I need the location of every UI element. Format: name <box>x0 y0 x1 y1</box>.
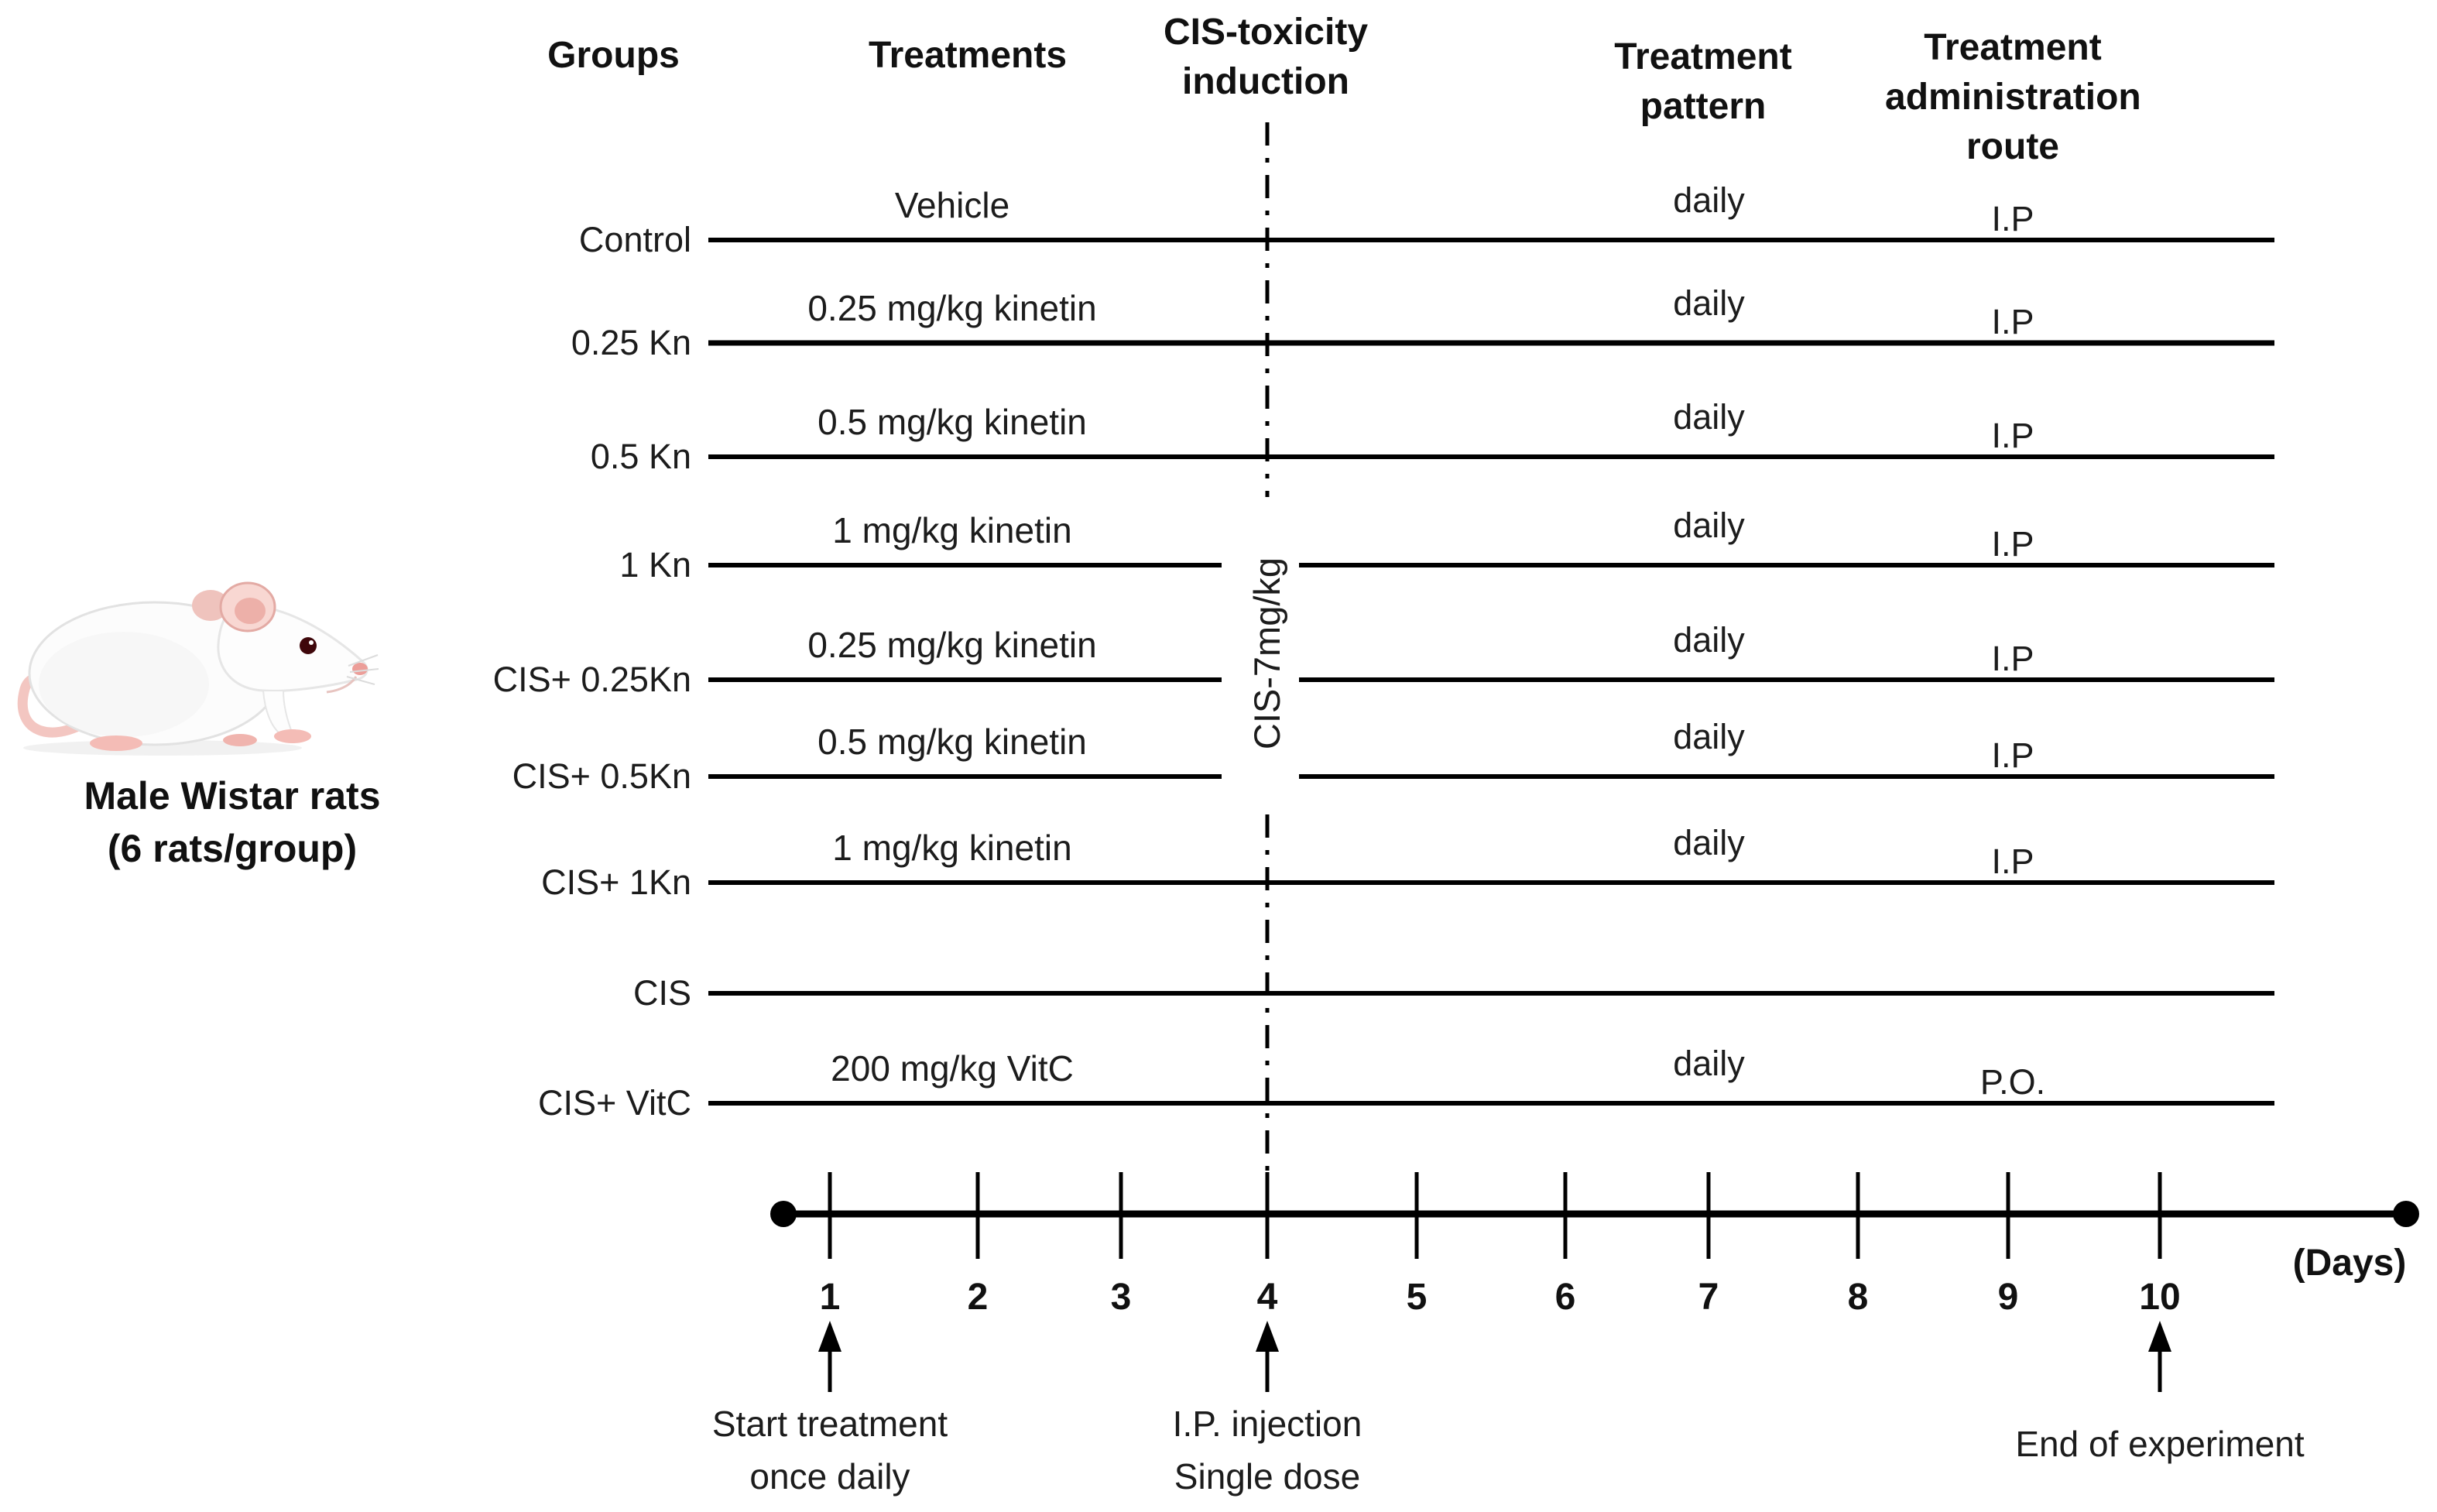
treatments-column-header: Treatments <box>868 35 1068 76</box>
admin-route-column-header: Treatment administration route <box>1885 23 2141 172</box>
day-label-2: 2 <box>967 1277 989 1318</box>
pattern-header-line2: pattern <box>1640 86 1767 127</box>
route-value: I.P <box>1991 416 2034 455</box>
route-header-line3: route <box>1966 126 2059 167</box>
route-value: P.O. <box>1979 1062 2046 1102</box>
day-label-9: 9 <box>1997 1277 2019 1318</box>
pattern-value: daily <box>1673 283 1745 323</box>
group-label: CIS+ 0.5Kn <box>512 756 691 796</box>
treatment-label: 0.25 mg/kg kinetin <box>807 625 1097 665</box>
route-value: I.P <box>1991 735 2034 775</box>
pattern-value: daily <box>1673 180 1745 220</box>
subject-caption-line1: Male Wistar rats <box>84 774 381 818</box>
route-header-line1: Treatment <box>1924 27 2102 68</box>
ip-injection-annotation-line1: I.P. injection <box>1172 1404 1362 1444</box>
ip-injection-annotation-line2: Single dose <box>1174 1456 1361 1497</box>
treatment-pattern-column-header: Treatment pattern <box>1583 33 1823 132</box>
day-label-3: 3 <box>1110 1277 1132 1318</box>
treatment-label: 0.5 mg/kg kinetin <box>817 722 1087 762</box>
cis-dose-label: CIS-7mg/kg <box>1246 557 1287 750</box>
treatment-label: Vehicle <box>894 185 1010 225</box>
groups-column-header: Groups <box>547 35 680 76</box>
treatment-label: 1 mg/kg kinetin <box>832 828 1072 868</box>
group-label: 0.25 Kn <box>571 323 691 362</box>
group-label: CIS+ VitC <box>538 1083 691 1123</box>
rat-photo <box>17 581 379 756</box>
pattern-value: daily <box>1673 620 1745 660</box>
route-value: I.P <box>1991 524 2034 564</box>
rat-front-paw <box>274 729 311 743</box>
end-experiment-arrow <box>2148 1321 2171 1392</box>
route-header-line2: administration <box>1885 77 2141 118</box>
day-label-10: 10 <box>2139 1277 2181 1318</box>
treatment-label: 0.5 mg/kg kinetin <box>817 402 1087 442</box>
cis-toxicity-header-line1: CIS-toxicity <box>1163 12 1369 53</box>
treatment-label: 1 mg/kg kinetin <box>832 510 1072 550</box>
day-label-6: 6 <box>1554 1277 1576 1318</box>
route-value: I.P <box>1991 302 2034 341</box>
start-treatment-arrow <box>818 1321 841 1392</box>
group-label: CIS <box>632 973 691 1013</box>
rat-far-ear <box>192 590 229 621</box>
group-label: 1 Kn <box>619 545 691 585</box>
rat-eye-glint <box>309 640 314 645</box>
day-label-7: 7 <box>1698 1277 1719 1318</box>
route-value: I.P <box>1991 842 2034 881</box>
group-label: CIS+ 0.25Kn <box>492 660 691 699</box>
start-treatment-annotation-line2: once daily <box>749 1456 910 1497</box>
ip-injection-arrow <box>1256 1321 1279 1392</box>
day-label-5: 5 <box>1406 1277 1428 1318</box>
day-label-1: 1 <box>819 1277 841 1318</box>
pattern-header-line1: Treatment <box>1614 36 1792 77</box>
day-label-8: 8 <box>1847 1277 1869 1318</box>
treatment-label: 200 mg/kg VitC <box>831 1048 1074 1089</box>
group-label: CIS+ 1Kn <box>541 862 691 902</box>
group-label: 0.5 Kn <box>590 437 691 476</box>
pattern-value: daily <box>1673 717 1745 756</box>
cis-toxicity-column-header: CIS-toxicity induction <box>1126 8 1405 107</box>
rat-haunch <box>39 632 209 737</box>
cis-toxicity-header-line2: induction <box>1182 61 1349 102</box>
group-label: Control <box>578 220 691 259</box>
pattern-value: daily <box>1673 823 1745 862</box>
rat-inner-ear <box>235 598 266 624</box>
rat-far-front-paw <box>223 734 257 746</box>
timeline-start-dot <box>770 1201 797 1227</box>
timeline-end-dot <box>2393 1201 2419 1227</box>
route-value: I.P <box>1991 199 2034 238</box>
days-axis-label: (Days) <box>2292 1243 2407 1284</box>
pattern-value: daily <box>1673 506 1745 545</box>
day-label-4: 4 <box>1256 1277 1278 1318</box>
pattern-value: daily <box>1673 397 1745 437</box>
pattern-value: daily <box>1673 1044 1745 1083</box>
route-value: I.P <box>1991 639 2034 678</box>
end-experiment-annotation: End of experiment <box>2015 1424 2305 1464</box>
treatment-label: 0.25 mg/kg kinetin <box>807 288 1097 328</box>
start-treatment-annotation-line1: Start treatment <box>711 1404 948 1444</box>
rat-hind-paw <box>90 735 142 751</box>
subject-caption-line2: (6 rats/group) <box>107 827 358 870</box>
rat-whiskers <box>346 654 379 685</box>
